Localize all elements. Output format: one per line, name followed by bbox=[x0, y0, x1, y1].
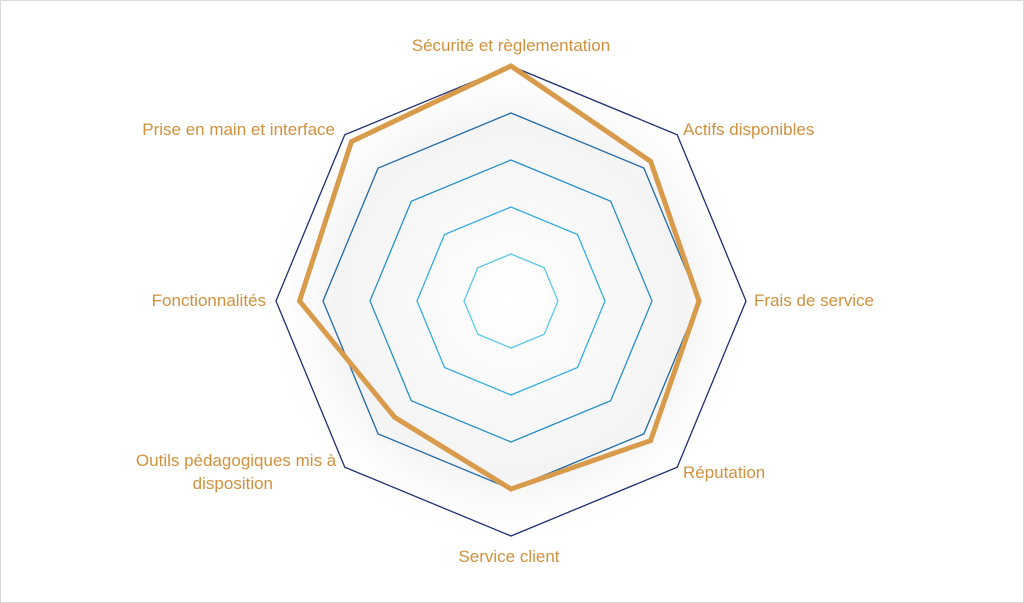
category-label-2: Frais de service bbox=[754, 291, 874, 310]
category-label-6: Fonctionnalités bbox=[152, 291, 266, 310]
category-label-5-line-1: Outils pédagogiques mis à bbox=[136, 451, 337, 470]
grid-ring-3 bbox=[369, 159, 653, 443]
category-label-3: Réputation bbox=[683, 463, 765, 482]
category-labels: Sécurité et règlementation Actifs dispon… bbox=[136, 36, 874, 566]
category-label-5-line-2: disposition bbox=[193, 474, 273, 493]
category-label-1: Actifs disponibles bbox=[683, 120, 814, 139]
grid-ring-2 bbox=[416, 206, 606, 396]
category-label-5: Outils pédagogiques mis à disposition bbox=[136, 451, 341, 493]
category-label-4: Service client bbox=[458, 547, 559, 566]
grid-ring-5 bbox=[275, 65, 747, 537]
grid-ring-1 bbox=[463, 253, 559, 349]
category-label-7: Prise en main et interface bbox=[142, 120, 335, 139]
chart-shadow bbox=[261, 51, 761, 551]
category-label-0: Sécurité et règlementation bbox=[412, 36, 610, 55]
series-layer bbox=[296, 63, 702, 492]
